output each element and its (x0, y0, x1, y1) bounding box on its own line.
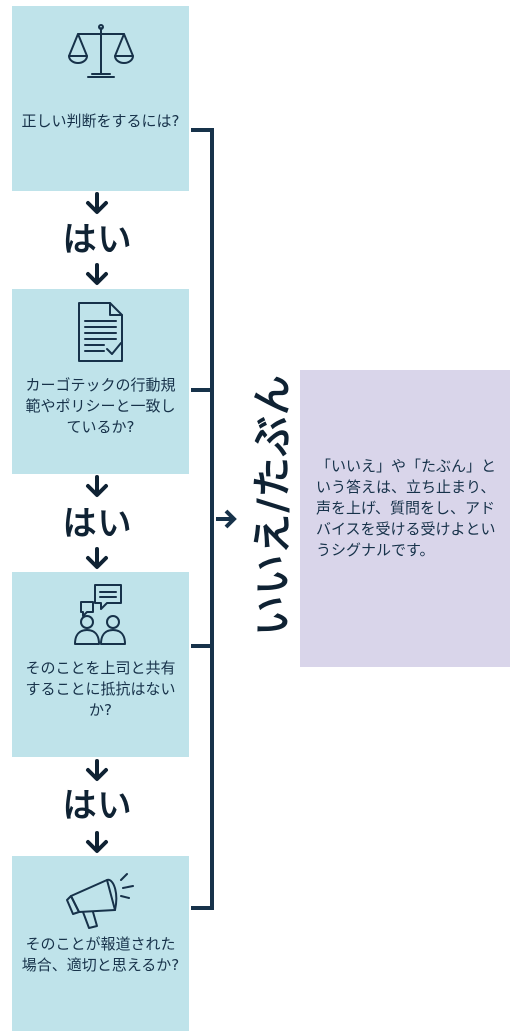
arrow-down-icon (86, 547, 108, 569)
step-question-2: カーゴテックの行動規範やポリシーと一致しているか? (25, 376, 176, 436)
scales-icon (66, 22, 136, 88)
no-maybe-label: いいえ/たぶん (250, 374, 296, 636)
arrow-down-icon (86, 759, 108, 781)
step-box-2: カーゴテックの行動規範やポリシーと一致しているか? (12, 289, 189, 474)
people-discussion-icon (71, 582, 131, 652)
arrow-down-icon (86, 475, 108, 497)
document-check-icon (74, 299, 128, 369)
step-box-1: 正しい判断をするには? (12, 6, 189, 191)
explanation-text: 「いいえ」や「たぶん」という答えは、立ち止まり、声を上げ、質問をし、アドバイスを… (316, 457, 497, 559)
explanation-box: 「いいえ」や「たぶん」という答えは、立ち止まり、声を上げ、質問をし、アドバイスを… (300, 370, 510, 667)
yes-label-1: はい (62, 220, 133, 260)
step-question-1: 正しい判断をするには? (21, 112, 180, 130)
arrow-down-icon (86, 192, 108, 214)
yes-label-2: はい (62, 504, 133, 544)
arrow-down-icon (86, 831, 108, 853)
arrow-down-icon (86, 263, 108, 285)
megaphone-icon (61, 866, 141, 934)
yes-label-3: はい (62, 786, 133, 826)
step-box-3: そのことを上司と共有することに抵抗はないか? (12, 572, 189, 757)
step-question-3: そのことを上司と共有することに抵抗はないか? (25, 659, 176, 719)
step-question-4: そのことが報道された場合、適切と思えるか? (21, 935, 180, 974)
step-box-4: そのことが報道された場合、適切と思えるか? (12, 856, 189, 1031)
